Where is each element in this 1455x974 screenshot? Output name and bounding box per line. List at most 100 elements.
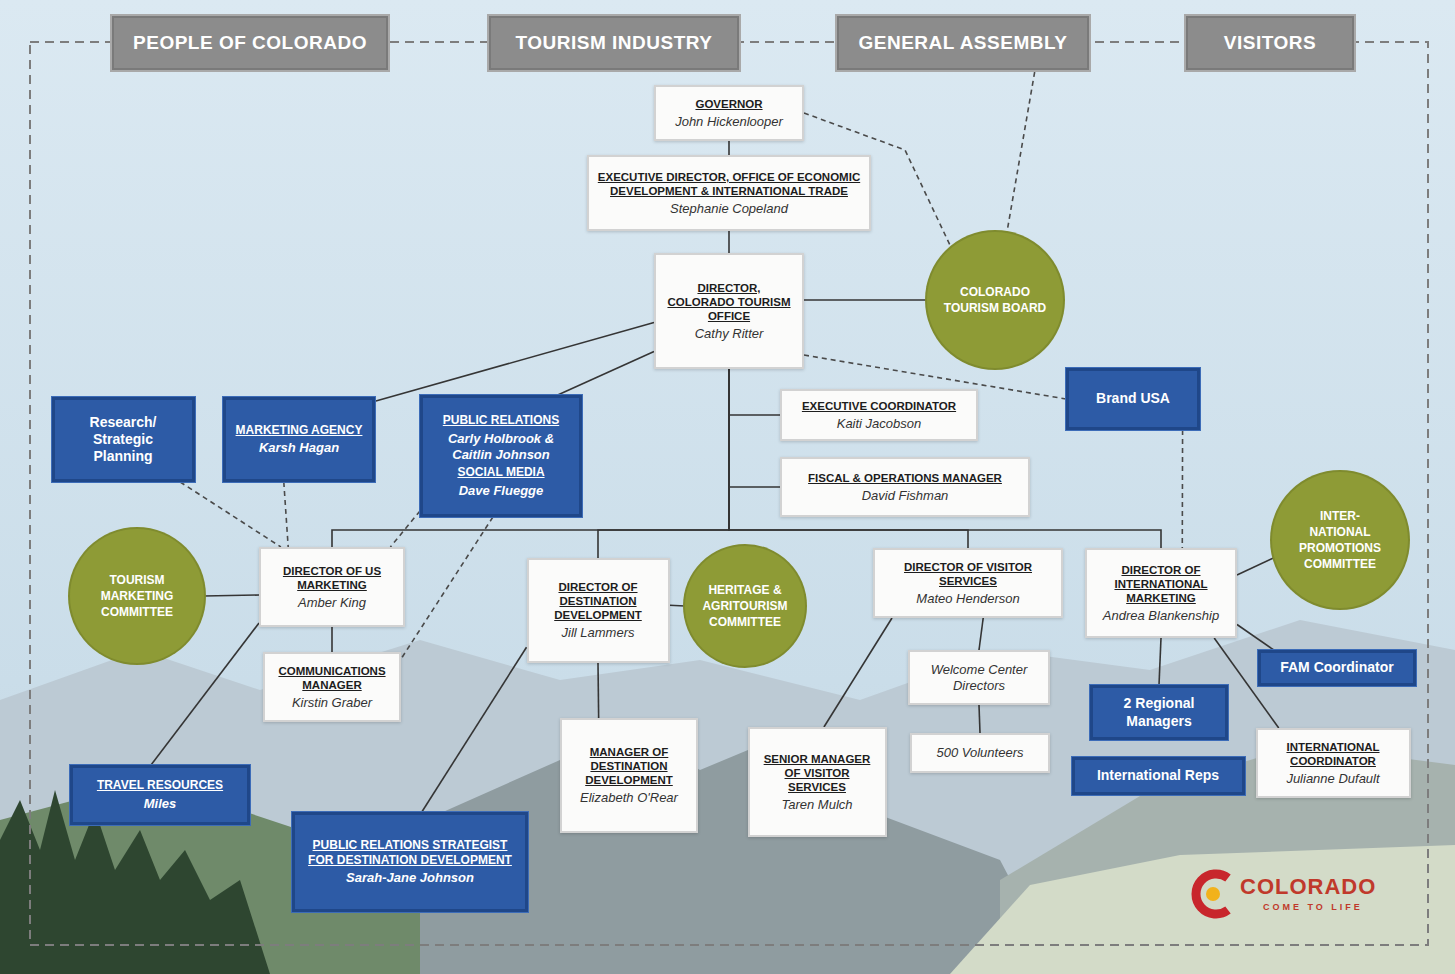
committee-circle: TOURISM MARKETING COMMITTEE: [70, 529, 204, 663]
reporting-line: [804, 299, 927, 301]
role-box: EXECUTIVE COORDINATOR Kaiti Jacobson: [780, 389, 978, 441]
role-box: MANAGER OF DESTINATION DEVELOPMENT Elizab…: [560, 718, 698, 833]
staff-group: 500 Volunteers: [937, 745, 1024, 761]
dashed-link: [1007, 72, 1035, 233]
role-title: SENIOR MANAGER OF VISITOR SERVICES: [758, 752, 877, 794]
dashed-link: [180, 482, 281, 547]
reporting-line: [729, 369, 780, 487]
committee-name: HERITAGE & AGRITOURISM COMMITTEE: [697, 582, 793, 631]
reporting-line: [422, 647, 527, 812]
partner-title: PUBLIC RELATIONS STRATEGIST FOR DESTINAT…: [303, 838, 517, 867]
role-box: GOVERNORJohn Hickenlooper: [654, 85, 804, 141]
partner-title: SOCIAL MEDIA: [457, 465, 544, 480]
reporting-line: [375, 323, 654, 402]
reporting-line: [670, 604, 686, 606]
partner-box: International Reps: [1072, 757, 1245, 795]
role-title: DIRECTOR OF VISITOR SERVICES: [883, 560, 1053, 588]
partner-box: TRAVEL RESOURCESMiles: [70, 765, 250, 825]
role-title: DIRECTOR OF DESTINATION DEVELOPMENT: [537, 580, 660, 622]
person-name: Taren Mulch: [781, 797, 852, 813]
partner-name: Karsh Hagan: [259, 440, 339, 456]
far-range: [0, 620, 1455, 974]
role-box: INTERNATIONAL COORDINATORJulianne Dufaul…: [1256, 728, 1411, 798]
person-name: Andrea Blankenship: [1103, 608, 1219, 624]
role-box: DIRECTOR OF US MARKETINGAmber King: [259, 547, 405, 627]
role-box: DIRECTOR, COLORADO TOURISM OFFICE Cathy R…: [654, 253, 804, 369]
partner-label: 2 Regional Managers: [1101, 695, 1217, 729]
role-title: DIRECTOR, COLORADO TOURISM OFFICE: [664, 281, 794, 323]
role-box: DIRECTOR OF VISITOR SERVICESMateo Hender…: [873, 548, 1063, 618]
dashed-link: [284, 482, 288, 547]
person-name: Elizabeth O'Rear: [580, 790, 678, 806]
partner-box: MARKETING AGENCY Karsh Hagan: [223, 397, 375, 482]
person-name: Kirstin Graber: [292, 695, 372, 711]
role-box: Welcome Center Directors: [908, 650, 1050, 705]
reporting-line: [558, 352, 654, 395]
partner-box: 2 Regional Managers: [1090, 685, 1228, 740]
committee-name: COLORADO TOURISM BOARD: [941, 284, 1050, 316]
person-name: Stephanie Copeland: [670, 201, 788, 217]
person-name: Cathy Ritter: [695, 326, 764, 342]
frame-border: [30, 42, 1428, 945]
partner-box: FAM Coordinator: [1258, 650, 1416, 686]
role-title: MANAGER OF DESTINATION DEVELOPMENT: [570, 745, 688, 787]
stakeholder-name: PEOPLE OF COLORADO: [133, 31, 367, 54]
logo-sun: [1206, 887, 1220, 901]
role-title: EXECUTIVE COORDINATOR: [802, 399, 956, 413]
reporting-line: [728, 231, 730, 253]
reporting-line: [729, 369, 780, 415]
partner-box: Brand USA: [1066, 368, 1200, 430]
role-title: FISCAL & OPERATIONS MANAGER: [808, 471, 1002, 485]
partner-box: Research/ Strategic Planning: [52, 397, 195, 482]
committee-circle: HERITAGE & AGRITOURISM COMMITTEE: [685, 546, 805, 666]
reporting-line: [332, 369, 729, 547]
partner-title: PUBLIC RELATIONS: [443, 413, 559, 428]
role-title: EXECUTIVE DIRECTOR, OFFICE OF ECONOMIC D…: [597, 170, 861, 198]
committee-name: TOURISM MARKETING COMMITTEE: [84, 572, 191, 621]
logo-wordmark: COLORADO: [1240, 874, 1376, 900]
dashed-link: [390, 511, 420, 547]
role-box: DIRECTOR OF INTERNATIONAL MARKETING Andre…: [1085, 548, 1237, 638]
stakeholder-banner: TOURISM INDUSTRY: [487, 14, 741, 72]
reporting-line: [824, 618, 892, 727]
reporting-line: [1237, 558, 1274, 575]
logo-tagline: COME TO LIFE: [1263, 902, 1363, 912]
reporting-line: [1159, 638, 1161, 685]
reporting-line: [598, 369, 729, 558]
dashed-link: [1181, 430, 1183, 548]
committee-circle: COLORADO TOURISM BOARD: [927, 232, 1063, 368]
role-title: GOVERNOR: [695, 97, 762, 111]
partner-title: TRAVEL RESOURCES: [97, 778, 223, 793]
role-box: FISCAL & OPERATIONS MANAGERDavid Fishman: [780, 457, 1030, 517]
role-box: 500 Volunteers: [910, 733, 1050, 773]
role-title: COMMUNICATIONS MANAGER: [273, 664, 391, 692]
stakeholder-name: VISITORS: [1224, 31, 1316, 54]
person-name: Kaiti Jacobson: [837, 416, 922, 432]
partner-label: International Reps: [1097, 767, 1219, 784]
stakeholder-name: GENERAL ASSEMBLY: [859, 31, 1068, 54]
stakeholder-banner: PEOPLE OF COLORADO: [110, 14, 390, 72]
reporting-line: [1237, 625, 1274, 651]
person-name: Julianne Dufault: [1286, 771, 1379, 787]
stakeholder-name: TOURISM INDUSTRY: [516, 31, 713, 54]
reporting-line: [597, 663, 599, 718]
role-title: DIRECTOR OF INTERNATIONAL MARKETING: [1095, 563, 1227, 605]
reporting-line: [979, 705, 980, 733]
reporting-line: [331, 627, 333, 652]
role-box: DIRECTOR OF DESTINATION DEVELOPMENT Jill …: [527, 558, 670, 663]
partner-label: Research/ Strategic Planning: [63, 414, 184, 465]
person-name: Jill Lammers: [562, 625, 635, 641]
partner-label: Brand USA: [1096, 390, 1170, 407]
reporting-line: [728, 141, 730, 155]
reporting-line: [204, 595, 259, 596]
partner-title: MARKETING AGENCY: [236, 423, 363, 438]
committee-name: INTER- NATIONAL PROMOTIONS COMMITTEE: [1293, 508, 1387, 573]
partner-name: Dave Fluegge: [459, 483, 544, 499]
partner-box: PUBLIC RELATIONSCarly Holbrook & Caitlin…: [420, 395, 582, 517]
partner-name: Sarah-Jane Johnson: [346, 870, 474, 886]
stakeholder-banner: GENERAL ASSEMBLY: [835, 14, 1091, 72]
role-box: COMMUNICATIONS MANAGER Kirstin Graber: [263, 652, 401, 722]
